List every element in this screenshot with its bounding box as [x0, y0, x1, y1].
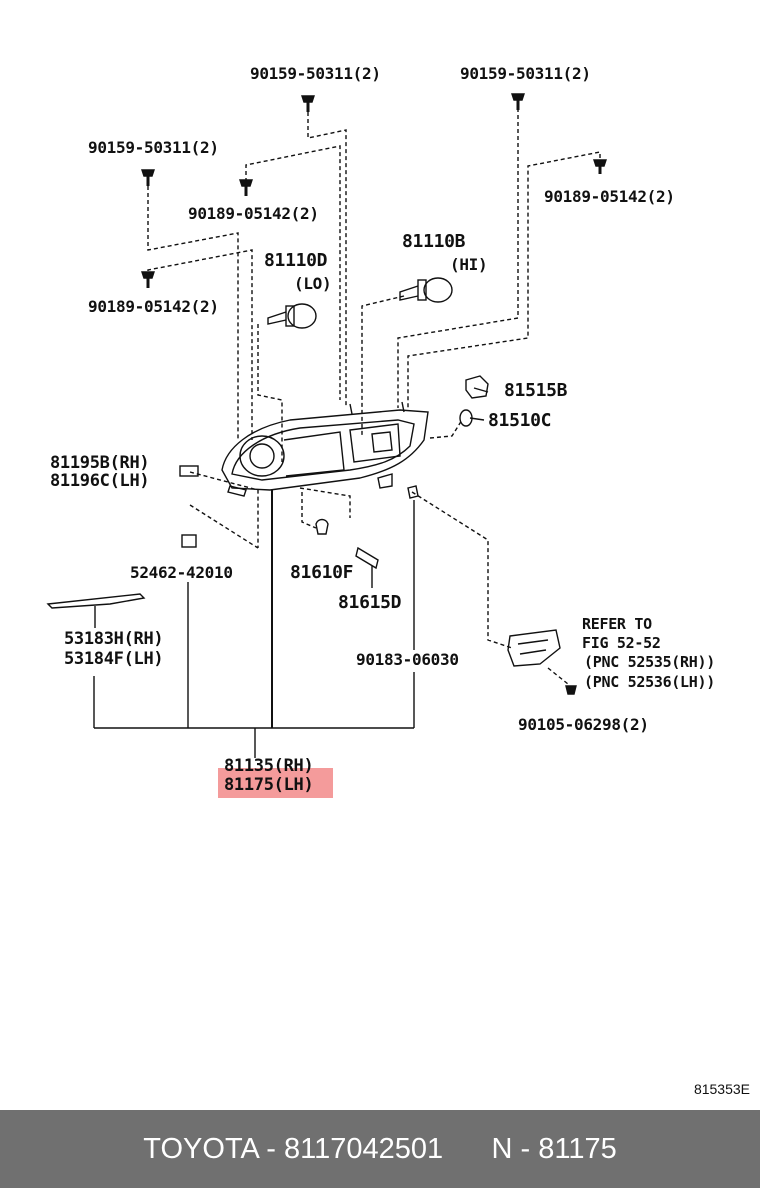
label-90105-06298: 90105-06298(2): [518, 715, 649, 734]
label-81195b-rh: 81195B(RH): [50, 453, 150, 473]
label-bolt-top-right: 90159-50311(2): [460, 64, 591, 83]
highlight-box: [218, 768, 333, 798]
label-81515b: 81515B: [504, 380, 568, 401]
label-nut-left: 90189-05142(2): [88, 297, 219, 316]
label-90183-06030: 90183-06030: [356, 650, 459, 669]
label-52462-42010: 52462-42010: [130, 563, 233, 582]
label-assembly-rh: 81135(RH): [224, 756, 314, 776]
image-id: 815353E: [693, 1081, 750, 1097]
label-53183h-rh: 53183H(RH): [64, 629, 164, 649]
headlamp-assembly-icon: [221, 401, 429, 497]
label-81196c-lh: 81196C(LH): [50, 471, 150, 491]
label-refer-pnc-rh: (PNC 52535(RH)): [584, 653, 715, 671]
label-refer-to: REFER TO: [582, 615, 652, 633]
bolt-icons: [141, 93, 607, 288]
label-bolt-top-left: 90159-50311(2): [250, 64, 381, 83]
parts-diagram: [46, 93, 607, 758]
bulb-81615-icon: [355, 546, 379, 570]
label-bulb-hi-number: 81110B: [402, 231, 466, 252]
label-bulb-hi-tag: (HI): [450, 255, 488, 274]
label-assembly-lh: 81175(LH): [224, 775, 314, 795]
label-nut-mid: 90189-05142(2): [188, 204, 319, 223]
label-bolt-mid-left: 90159-50311(2): [88, 138, 219, 157]
label-81610f: 81610F: [290, 562, 354, 583]
bracket-icon: [507, 629, 561, 667]
label-refer-pnc-lh: (PNC 52536(LH)): [584, 673, 715, 691]
seal-81510-icon: [459, 409, 473, 427]
cap-52462-icon: [181, 534, 197, 548]
footer-text: TOYOTA - 8117042501 N - 81175: [143, 1132, 617, 1165]
bulb-81610-icon: [315, 518, 329, 535]
clip-81195-icon: [179, 465, 199, 477]
bolt-90105-icon: [565, 685, 577, 695]
label-53184f-lh: 53184F(LH): [64, 649, 164, 669]
footer-bar: TOYOTA - 8117042501 N - 81175: [0, 1110, 760, 1188]
bulb-hi-icon: [399, 277, 453, 303]
label-bulb-lo-tag: (LO): [294, 274, 332, 293]
label-bulb-lo-number: 81110D: [264, 250, 328, 271]
label-81510c: 81510C: [488, 410, 552, 431]
clip-90183-icon: [407, 485, 419, 499]
label-nut-right: 90189-05142(2): [544, 187, 675, 206]
socket-81515-icon: [465, 375, 489, 399]
label-refer-fig: FIG 52-52: [582, 634, 661, 652]
bulb-lo-icon: [267, 303, 317, 329]
trim-53183-icon: [46, 593, 146, 609]
label-81615d: 81615D: [338, 592, 402, 613]
